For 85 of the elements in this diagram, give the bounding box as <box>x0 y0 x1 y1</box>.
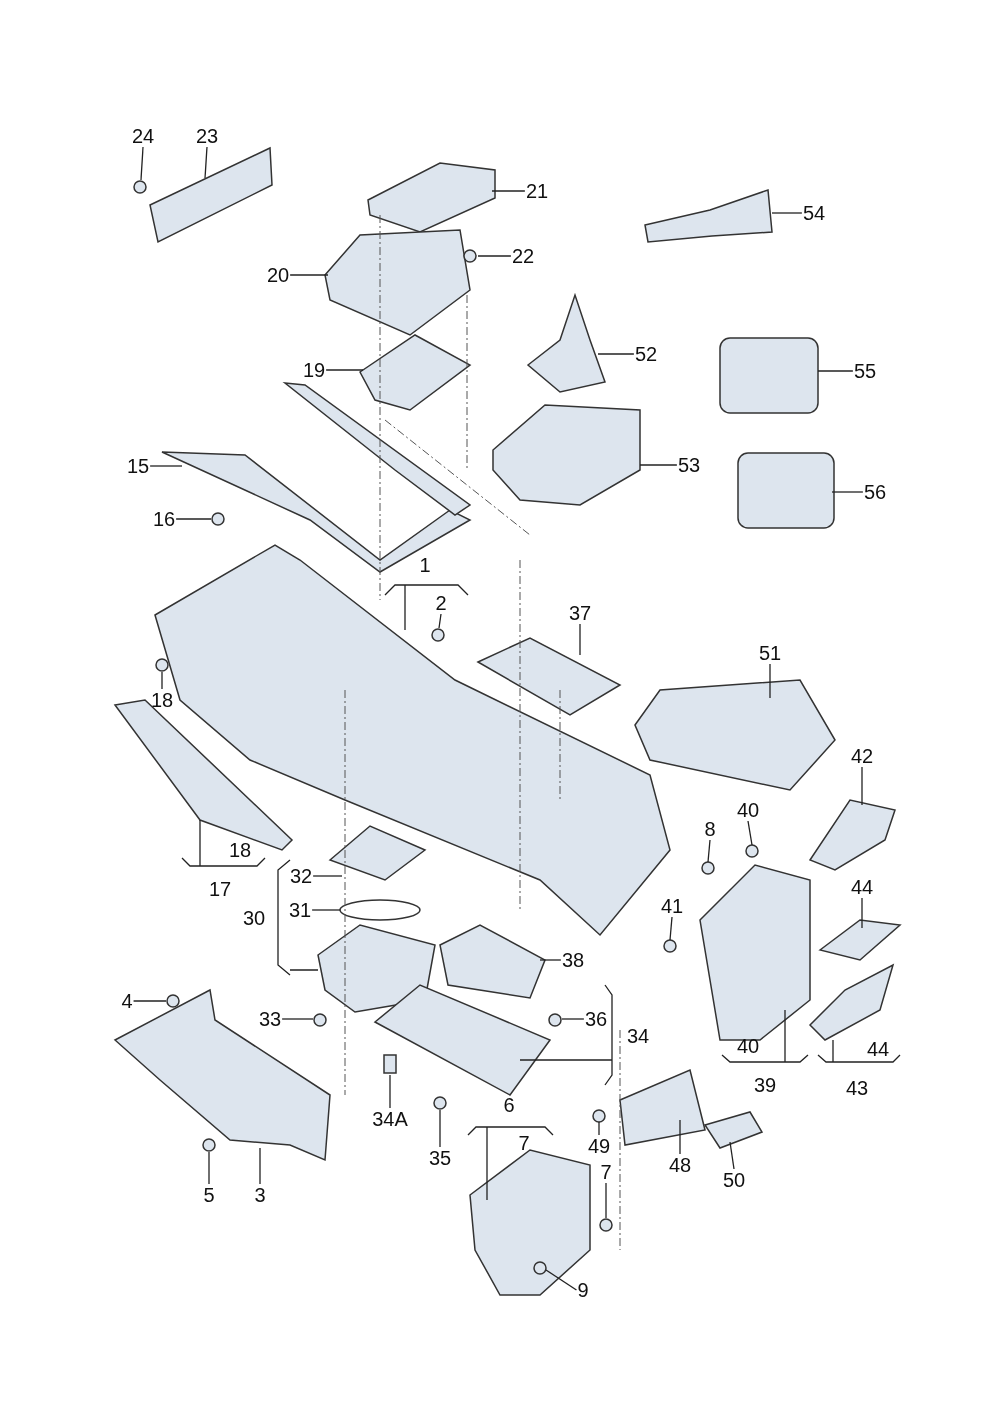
leader-line <box>769 663 771 699</box>
callout-number: 52 <box>634 343 658 365</box>
callout-number: 1 <box>419 554 431 576</box>
callout-number: 7 <box>518 1132 530 1154</box>
callout-number: 54 <box>802 202 826 224</box>
callout-number: 40 <box>736 799 760 821</box>
leader-line <box>491 190 526 192</box>
callout-number: 8 <box>704 818 716 840</box>
callout-number: 33 <box>258 1008 282 1030</box>
callout-number: 30 <box>242 907 266 929</box>
callout-number: 21 <box>525 180 549 202</box>
leader-line <box>669 916 673 941</box>
leader-line <box>771 212 803 214</box>
leader-line <box>140 146 144 181</box>
leader-line <box>132 1000 167 1002</box>
leader-line <box>597 353 635 355</box>
callout-number: 42 <box>850 745 874 767</box>
callout-number: 56 <box>863 481 887 503</box>
leader-line <box>861 766 863 806</box>
callout-number: 32 <box>289 865 313 887</box>
leader-line <box>204 146 208 179</box>
leader-line <box>561 1018 585 1020</box>
leader-line <box>605 1182 607 1219</box>
leader-line <box>707 839 711 863</box>
callout-number: 18 <box>228 839 252 861</box>
leader-line <box>477 255 512 257</box>
callout-number: 38 <box>561 949 585 971</box>
callout-number: 4 <box>121 990 133 1012</box>
callout-number: 51 <box>758 642 782 664</box>
callout-number: 55 <box>853 360 877 382</box>
callout-number: 40 <box>736 1035 760 1057</box>
leader-line <box>439 1109 441 1148</box>
callout-number: 9 <box>577 1279 589 1301</box>
callout-number: 50 <box>722 1169 746 1191</box>
callout-number: 5 <box>203 1184 215 1206</box>
leader-line <box>438 613 442 629</box>
leader-line <box>161 671 163 690</box>
leader-line <box>312 875 343 877</box>
leader-line <box>289 274 329 276</box>
callout-number: 48 <box>668 1154 692 1176</box>
callout-number: 19 <box>302 359 326 381</box>
callout-number: 37 <box>568 602 592 624</box>
callout-number: 39 <box>753 1074 777 1096</box>
callout-number: 24 <box>131 125 155 147</box>
leader-line <box>579 623 581 656</box>
callout-number: 49 <box>587 1135 611 1157</box>
leader-line <box>325 369 364 371</box>
leader-line <box>389 1074 391 1109</box>
leader-line <box>311 909 341 911</box>
leader-line <box>729 1141 735 1170</box>
callout-number: 2 <box>435 592 447 614</box>
callout-number: 16 <box>152 508 176 530</box>
callout-number: 34 <box>626 1025 650 1047</box>
callout-number: 7 <box>600 1161 612 1183</box>
leader-line <box>175 518 212 520</box>
callout-number: 6 <box>503 1094 515 1116</box>
callout-number: 44 <box>850 876 874 898</box>
callout-number: 18 <box>150 689 174 711</box>
leader-line <box>831 491 864 493</box>
leader-line <box>747 820 753 846</box>
callout-number: 53 <box>677 454 701 476</box>
callout-number: 3 <box>254 1184 266 1206</box>
callout-number: 22 <box>511 245 535 267</box>
callout-number: 17 <box>208 878 232 900</box>
leader-line <box>259 1147 261 1185</box>
leader-line <box>208 1151 210 1185</box>
leader-line <box>639 464 678 466</box>
callout-number: 43 <box>845 1077 869 1099</box>
leader-line <box>679 1119 681 1155</box>
leader-line <box>817 370 854 372</box>
callout-number: 35 <box>428 1147 452 1169</box>
callout-number: 15 <box>126 455 150 477</box>
leader-line <box>281 1018 314 1020</box>
callout-number: 20 <box>266 264 290 286</box>
callout-number: 31 <box>288 899 312 921</box>
leader-line <box>861 897 863 929</box>
callout-number: 41 <box>660 895 684 917</box>
callout-number: 44 <box>866 1038 890 1060</box>
leader-line <box>598 1121 600 1136</box>
leader-line <box>545 1269 578 1291</box>
leader-line <box>149 465 183 467</box>
leader-line <box>539 959 562 961</box>
callout-number: 36 <box>584 1008 608 1030</box>
callout-number: 23 <box>195 125 219 147</box>
callout-number: 34A <box>372 1108 408 1130</box>
